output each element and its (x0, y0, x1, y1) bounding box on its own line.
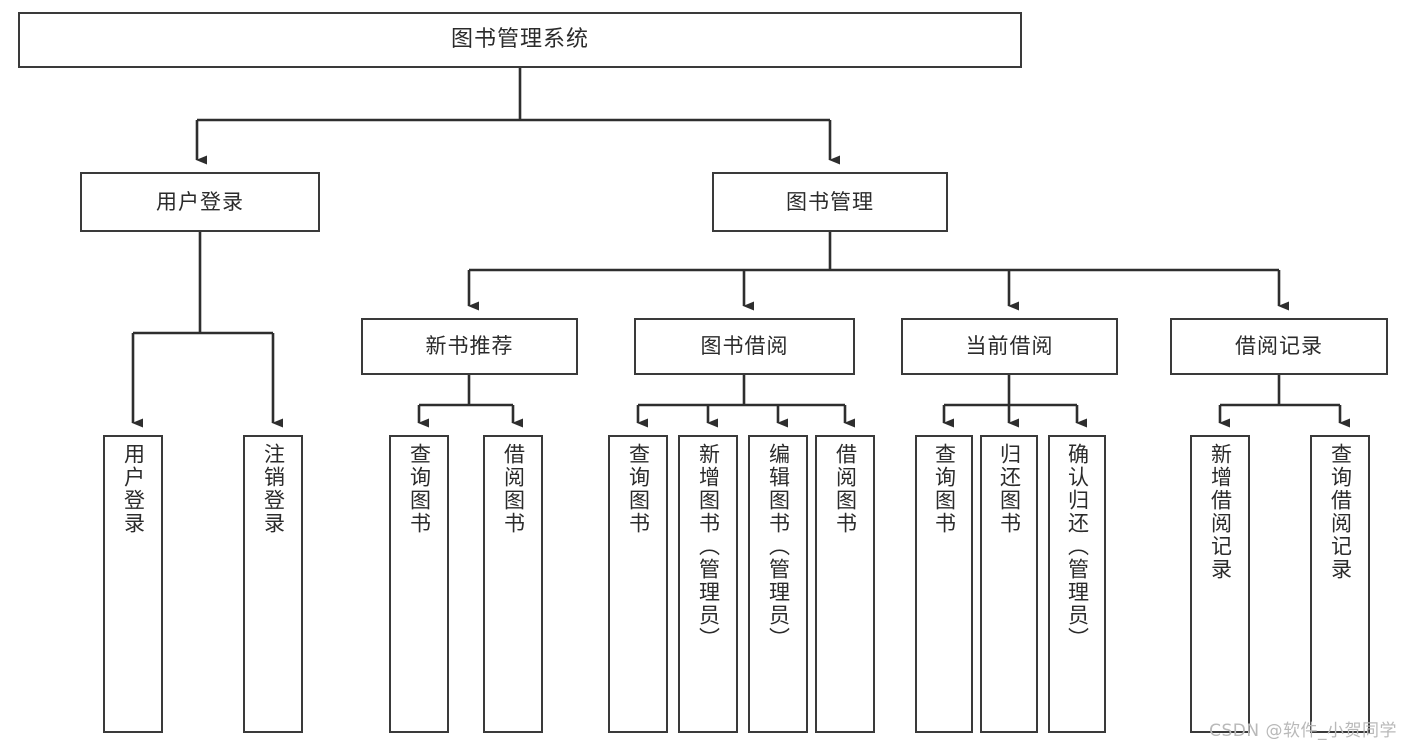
node-root-system[interactable]: 图书管理系统 (18, 12, 1022, 68)
node-book-borrowing[interactable]: 图书借阅 (634, 318, 855, 375)
node-label: 新书推荐 (425, 334, 514, 359)
node-label: 新增借阅记录 (1208, 443, 1233, 581)
leaf-borrow-book-recommend[interactable]: 借阅图书 (483, 435, 543, 733)
leaf-add-book-admin[interactable]: 新增图书（管理员） (678, 435, 738, 733)
node-label: 新增图书（管理员） (696, 443, 721, 650)
leaf-confirm-return-admin[interactable]: 确认归还（管理员） (1048, 435, 1106, 733)
node-label: 用户登录 (156, 189, 244, 214)
node-label: 查询借阅记录 (1328, 443, 1353, 581)
leaf-query-borrow-record[interactable]: 查询借阅记录 (1310, 435, 1370, 733)
node-current-borrowing[interactable]: 当前借阅 (901, 318, 1118, 375)
node-label: 用户登录 (121, 443, 146, 535)
node-label: 查询图书 (932, 443, 957, 535)
node-label: 图书管理 (786, 189, 874, 214)
node-label: 借阅图书 (833, 443, 858, 535)
node-label: 借阅记录 (1235, 334, 1323, 359)
node-label: 确认归还（管理员） (1065, 443, 1090, 650)
node-borrow-records[interactable]: 借阅记录 (1170, 318, 1388, 375)
node-user-login[interactable]: 用户登录 (80, 172, 320, 232)
leaf-borrow-book-borrow[interactable]: 借阅图书 (815, 435, 875, 733)
node-new-book-recommendation[interactable]: 新书推荐 (361, 318, 578, 375)
node-label: 当前借阅 (965, 334, 1054, 359)
leaf-query-book-current[interactable]: 查询图书 (915, 435, 973, 733)
leaf-query-book-recommend[interactable]: 查询图书 (389, 435, 449, 733)
node-label: 图书借阅 (700, 334, 789, 359)
node-label: 查询图书 (626, 443, 651, 535)
leaf-query-book-borrow[interactable]: 查询图书 (608, 435, 668, 733)
leaf-edit-book-admin[interactable]: 编辑图书（管理员） (748, 435, 808, 733)
node-label: 图书管理系统 (450, 27, 589, 53)
node-label: 编辑图书（管理员） (766, 443, 791, 650)
leaf-logout[interactable]: 注销登录 (243, 435, 303, 733)
node-label: 借阅图书 (501, 443, 526, 535)
leaf-user-login[interactable]: 用户登录 (103, 435, 163, 733)
node-label: 注销登录 (261, 443, 286, 535)
node-label: 查询图书 (407, 443, 432, 535)
node-label: 归还图书 (997, 443, 1022, 535)
leaf-add-borrow-record[interactable]: 新增借阅记录 (1190, 435, 1250, 733)
node-book-management[interactable]: 图书管理 (712, 172, 948, 232)
watermark-text: CSDN @软件_小贺同学 (1209, 721, 1397, 741)
leaf-return-book[interactable]: 归还图书 (980, 435, 1038, 733)
